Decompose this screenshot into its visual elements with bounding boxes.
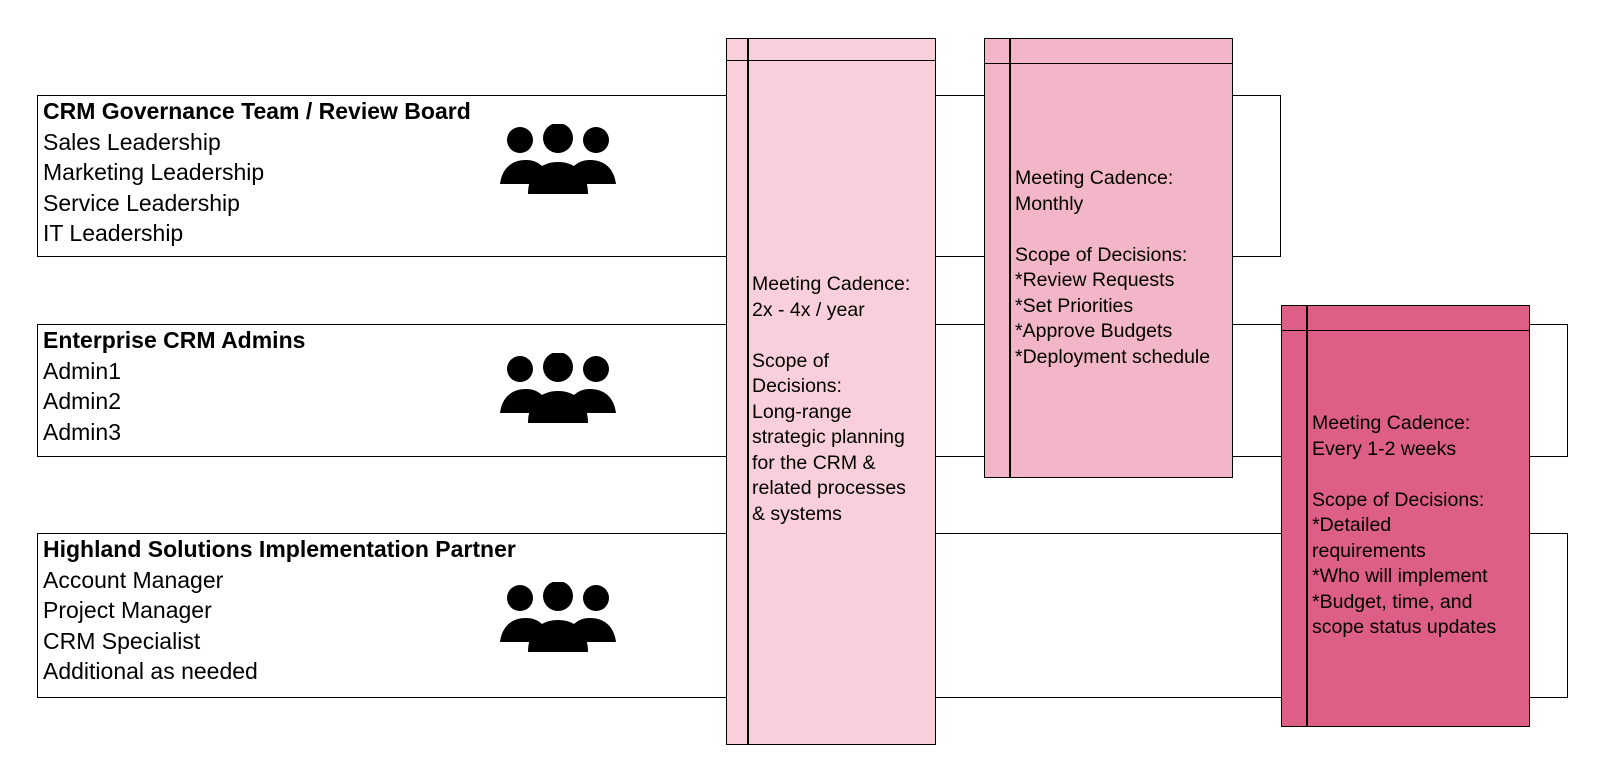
cadence-column-monthly: Meeting Cadence: Monthly Scope of Decisi… (984, 38, 1233, 478)
scope-item: strategic planning (752, 426, 905, 448)
group-title: Enterprise CRM Admins (43, 327, 306, 353)
cadence-value: 2x - 4x / year (752, 298, 865, 321)
scope-item: *Detailed (1312, 514, 1392, 536)
group-member: IT Leadership (43, 220, 184, 246)
cadence-text: Meeting Cadence: 2x - 4x / year Scope of… (752, 272, 932, 527)
column-divider (747, 39, 749, 744)
cadence-text: Meeting Cadence: Every 1-2 weeks Scope o… (1312, 411, 1527, 641)
group-member: Admin3 (43, 418, 121, 445)
scope-item: *Set Priorities (1015, 294, 1134, 317)
group-title: CRM Governance Team / Review Board (43, 98, 471, 124)
scope-label: Scope of (752, 349, 829, 372)
cadence-label: Meeting Cadence: (1015, 167, 1174, 189)
scope-item: requirements (1312, 539, 1426, 562)
group-title: Highland Solutions Implementation Partne… (43, 536, 516, 562)
group-member: Project Manager (43, 597, 212, 623)
scope-item: *Approve Budgets (1015, 320, 1173, 342)
scope-label: Scope of Decisions: (1015, 243, 1188, 266)
group-member: Sales Leadership (43, 128, 221, 155)
cadence-label: Meeting Cadence: (1312, 412, 1471, 434)
scope-label: Decisions: (752, 375, 842, 397)
group-member: Admin1 (43, 357, 121, 384)
cadence-column-weekly: Meeting Cadence: Every 1-2 weeks Scope o… (1281, 305, 1530, 727)
scope-item: *Deployment schedule (1015, 345, 1211, 368)
people-group-icon (500, 353, 616, 423)
cadence-value: Monthly (1015, 192, 1084, 215)
cadence-value: Every 1-2 weeks (1312, 437, 1457, 460)
column-header-band (1282, 306, 1529, 331)
cadence-text: Meeting Cadence: Monthly Scope of Decisi… (1015, 166, 1233, 370)
group-member: Service Leadership (43, 189, 240, 216)
cadence-label: Meeting Cadence: (752, 273, 911, 295)
scope-item: related processes (752, 477, 906, 499)
scope-item: & systems (752, 502, 842, 525)
group-text-admins: Enterprise CRM Admins Admin1 Admin2 Admi… (43, 325, 305, 447)
column-header-band (727, 39, 935, 61)
group-text-partner: Highland Solutions Implementation Partne… (43, 534, 516, 687)
scope-item: for the CRM & (752, 451, 876, 474)
column-divider (1306, 306, 1308, 726)
people-group-icon (500, 124, 616, 194)
group-text-governance: CRM Governance Team / Review Board Sales… (43, 96, 471, 249)
scope-item: *Who will implement (1312, 565, 1488, 587)
group-member: Account Manager (43, 566, 224, 593)
group-member: Marketing Leadership (43, 159, 265, 185)
group-member: Additional as needed (43, 658, 258, 684)
scope-item: *Review Requests (1015, 269, 1175, 291)
scope-label: Scope of Decisions: (1312, 488, 1485, 511)
group-member: Admin2 (43, 388, 121, 414)
scope-item: *Budget, time, and (1312, 590, 1473, 613)
people-group-icon (500, 582, 616, 652)
cadence-column-strategic: Meeting Cadence: 2x - 4x / year Scope of… (726, 38, 936, 745)
scope-item: Long-range (752, 400, 852, 423)
column-header-band (985, 39, 1232, 64)
group-member: CRM Specialist (43, 627, 201, 654)
scope-item: scope status updates (1312, 616, 1497, 638)
column-divider (1009, 39, 1011, 477)
